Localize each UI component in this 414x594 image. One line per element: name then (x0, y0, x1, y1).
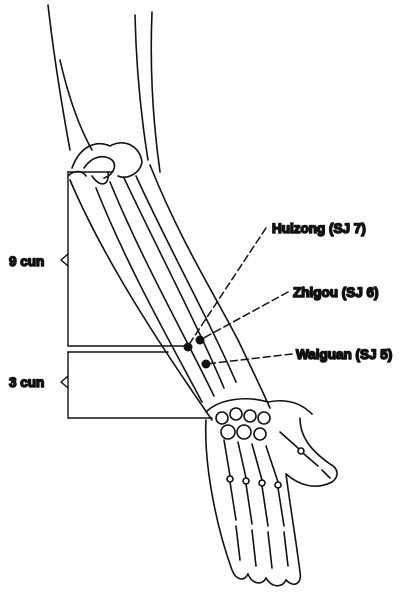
wrist-bones (206, 399, 312, 440)
upper-arm-outline (48, 5, 160, 172)
measurement-label-lower: 3 cun (9, 375, 44, 390)
point-marker-sj5 (202, 360, 211, 369)
elbow-bones (68, 143, 142, 184)
point-marker-sj7 (184, 343, 193, 352)
forearm-outline (70, 165, 270, 420)
point-label-waiguan: Waiguan (SJ 5) (296, 347, 392, 362)
point-label-huizong: Huizong (SJ 7) (272, 221, 366, 236)
measurement-label-upper: 9 cun (9, 254, 44, 269)
point-label-zhigou: Zhigou (SJ 6) (293, 285, 379, 300)
point-marker-sj6 (196, 336, 205, 345)
finger-bones (224, 432, 330, 568)
forearm-bones (96, 176, 236, 402)
